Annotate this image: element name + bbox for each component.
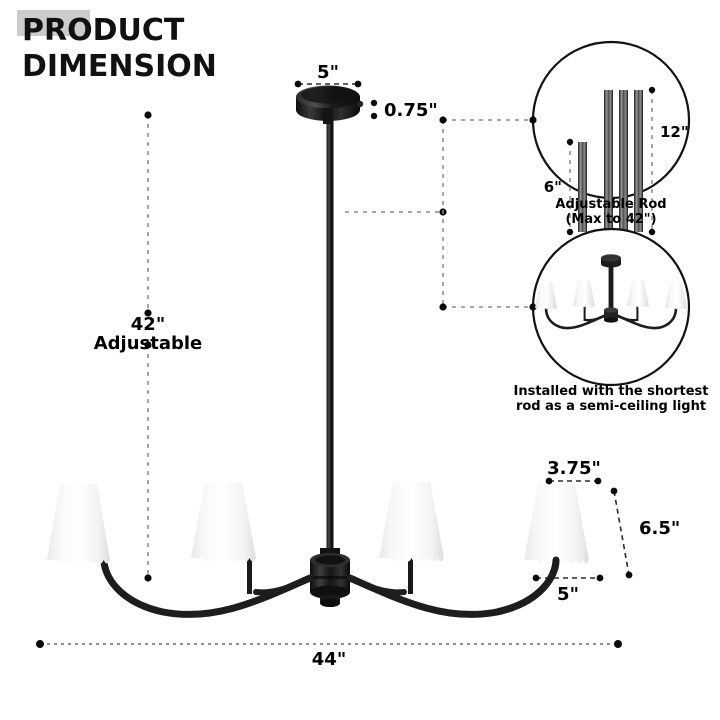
inset-2-caption-line1: Installed with the shortest [514,384,709,399]
shade-top-width-label: 3.75" [547,458,601,479]
arm-left-inner [253,575,313,596]
rod-12in-label: 12" [660,123,689,141]
dimension-overall-width: 44" [36,640,622,670]
inset-1-caption-line1: Adjustable Rod [555,197,666,212]
rod-12in-group [604,90,643,232]
main-fixture [47,85,589,618]
shade-4 [524,484,589,564]
arm-right-inner [347,575,407,596]
inset-adjustable-rod: 6" 12" Adjustable Rod (Max to 42") [529,40,691,236]
dimension-canopy-width: 5" [294,62,362,88]
ceiling-canopy [296,85,364,124]
rod-6in-label: 6" [544,178,562,196]
shade-1 [47,484,110,564]
dimension-shade-bottom-width: 5" [493,556,604,616]
shade-3 [379,482,444,562]
rod-6in [578,142,587,232]
dimension-shade-slant: 6.5" [610,487,680,579]
mini-fixture [535,254,687,330]
shade-slant-label: 6.5" [639,518,680,539]
arm-left-outer [100,556,314,618]
arm-right-inner-stem [408,556,413,594]
drop-height-label: 42" [131,314,165,335]
inset-leader-lines [345,116,538,311]
page-title-group: PRODUCT DIMENSION [17,10,217,84]
title-highlight-bar [17,10,90,36]
page-title-line1: PRODUCT [22,13,185,48]
drop-height-note-label: Adjustable [94,333,203,354]
dimension-shade-top-width: 3.75" [545,458,602,485]
arm-left-inner-stem [247,556,252,594]
center-hub [310,548,350,607]
dimension-canopy-height: 0.75" [370,99,438,121]
canopy-width-label: 5" [317,62,339,83]
page-title-line2: DIMENSION [22,49,217,84]
inset-2-caption-line2: rod as a semi-ceiling light [516,399,706,414]
inset-1-caption-line2: (Max to 42") [565,212,656,227]
canopy-height-label: 0.75" [384,100,438,121]
shade-2 [191,482,256,562]
overall-width-label: 44" [312,649,346,670]
drop-rod [326,120,334,560]
inset-semi-ceiling: Installed with the shortest rod as a sem… [514,227,709,414]
dimension-drop-height: 42" Adjustable [94,111,203,582]
shade-bottom-width-label: 5" [557,584,579,605]
